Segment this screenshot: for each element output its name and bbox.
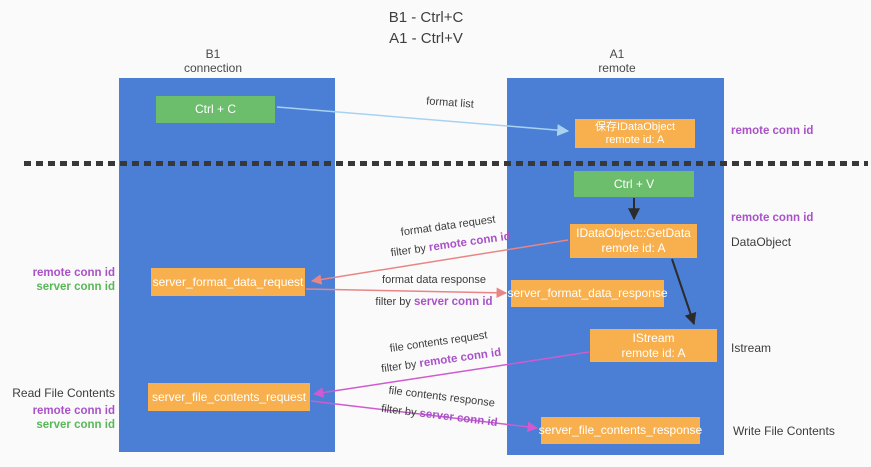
lane-header-a1: A1 remote — [537, 47, 697, 75]
node-server-format-data-request: server_format_data_request — [151, 268, 305, 296]
read-file-contents-label: Read File Contents — [12, 386, 115, 400]
istream-side-label: Istream — [731, 341, 772, 355]
format-data-response-label: format data response filter by server co… — [370, 274, 498, 309]
file-contents-response-label: file contents response filter by server … — [367, 382, 515, 431]
ctrl-c-label: Ctrl + C — [194, 102, 236, 116]
left-server-conn-id-top-label: server conn id — [36, 281, 115, 293]
lane-b1-name: B1 — [205, 47, 221, 61]
format-data-request-label: format data request filter by remote con… — [371, 209, 529, 262]
save-idataobject-line1: 保存IDataObject — [594, 120, 676, 133]
filter-prefix: filter by — [390, 242, 430, 260]
server-format-data-response-label: server_format_data_response — [507, 286, 668, 300]
format-list-text: format list — [425, 95, 475, 111]
server-file-contents-request-label: server_file_contents_request — [151, 389, 307, 404]
filter-prefix: filter by — [375, 296, 414, 308]
lane-a1-name: A1 — [609, 47, 625, 61]
left-conn-id-labels-top: remote conn id server conn id — [10, 266, 115, 294]
format-data-response-text: format data response — [382, 274, 486, 286]
getdata-line1: IDataObject::GetData — [576, 226, 691, 240]
istream-line1: IStream — [632, 330, 675, 345]
node-ctrl-c: Ctrl + C — [156, 96, 275, 123]
left-remote-conn-id-bottom-label: remote conn id — [32, 405, 115, 417]
node-idataobject-getdata: IDataObject::GetData remote id: A — [570, 224, 697, 258]
istream-line2: remote id: A — [621, 345, 686, 360]
dataobject-label: DataObject — [731, 235, 792, 249]
server-format-data-request-label: server_format_data_request — [152, 274, 304, 289]
format-list-label: format list — [385, 92, 516, 114]
filter-key-server-conn-id: server conn id — [413, 296, 493, 308]
right-remote-conn-id-mid-label: remote conn id — [731, 212, 814, 224]
node-server-format-data-response: server_format_data_response — [507, 280, 668, 307]
right-remote-conn-id-top-label: remote conn id — [731, 125, 814, 137]
session-separator-line — [24, 161, 868, 166]
getdata-line2: remote id: A — [601, 241, 666, 255]
title-line-2: A1 - Ctrl+V — [389, 30, 463, 47]
write-file-contents-label: Write File Contents — [733, 424, 835, 438]
lane-b1-subtitle: connection — [183, 61, 243, 75]
node-istream: IStream remote id: A — [590, 329, 717, 362]
left-read-file-contents-labels: Read File Contents remote conn id server… — [10, 386, 115, 432]
node-server-file-contents-response: server_file_contents_response — [538, 417, 703, 444]
file-contents-request-label: file contents request filter by remote c… — [364, 326, 517, 379]
format-data-response-filter: filter by server conn id — [370, 296, 498, 309]
filter-key-server-conn-id: server conn id — [418, 407, 499, 430]
node-save-idataobject: 保存IDataObject remote id: A — [575, 119, 695, 148]
filter-prefix: filter by — [380, 402, 421, 420]
server-file-contents-response-label: server_file_contents_response — [538, 423, 703, 437]
lane-header-b1: B1 connection — [133, 47, 293, 75]
title-line-1: B1 - Ctrl+C — [388, 9, 464, 26]
node-ctrl-v: Ctrl + V — [574, 171, 694, 197]
left-server-conn-id-bottom-label: server conn id — [36, 419, 115, 431]
diagram-title: B1 - Ctrl+C A1 - Ctrl+V — [0, 7, 852, 49]
filter-prefix: filter by — [380, 358, 421, 376]
lane-a1-subtitle: remote — [598, 61, 636, 75]
node-server-file-contents-request: server_file_contents_request — [148, 383, 310, 411]
ctrl-v-label: Ctrl + V — [613, 176, 655, 191]
save-idataobject-line2: remote id: A — [605, 133, 665, 146]
left-remote-conn-id-top-label: remote conn id — [32, 267, 115, 279]
